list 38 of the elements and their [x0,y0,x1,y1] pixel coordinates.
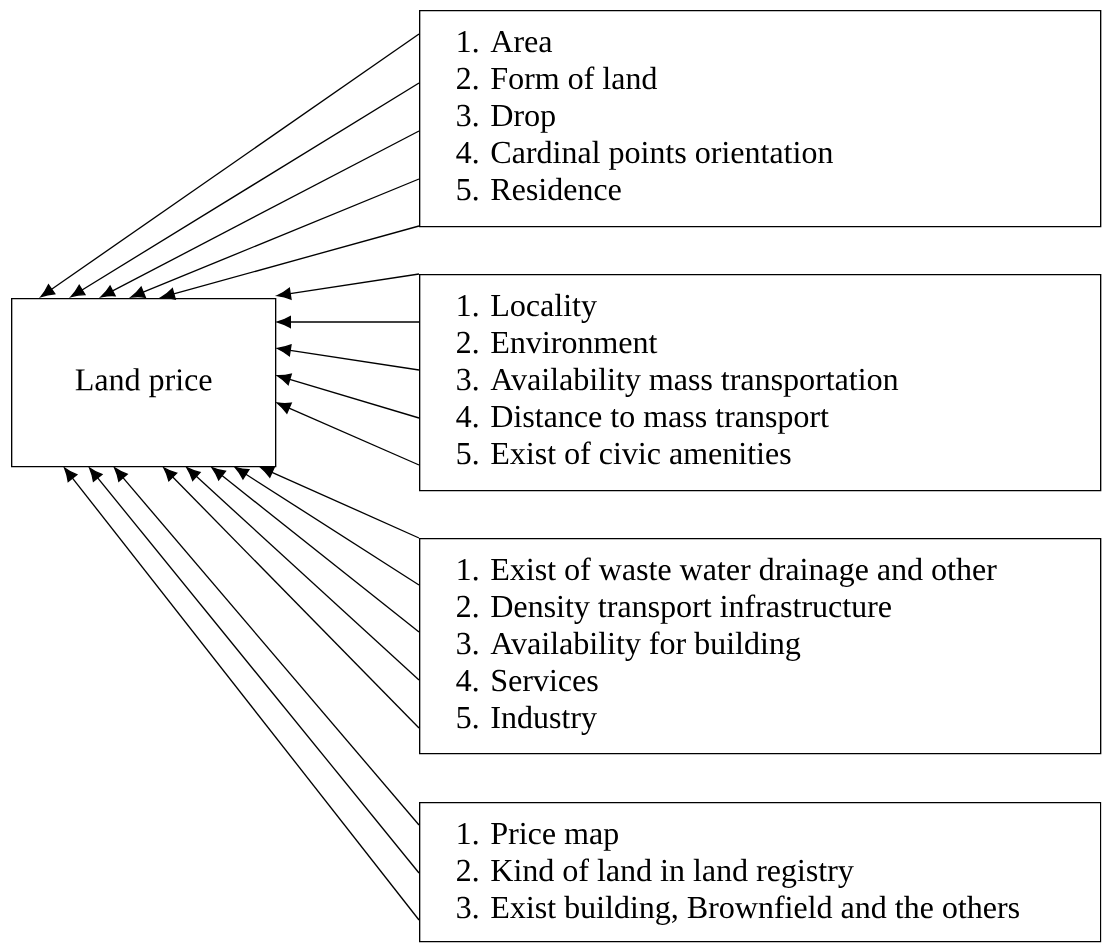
arrow [63,467,420,921]
arrow [186,467,420,681]
arrow [276,344,420,371]
arrow [113,467,420,826]
list-item: 2. Form of land [457,66,658,90]
arrow [211,466,420,633]
list-item: 1. Price map [458,822,618,851]
arrow [163,467,420,729]
arrow [100,130,420,298]
list-item: 3. Drop [457,104,555,133]
arrow [259,466,420,539]
label-text: Land price [75,368,212,398]
arrow [276,315,420,329]
list-item: 3. Availability mass transportation [457,367,899,397]
list-item: 4. Services [456,669,598,692]
arrow [70,82,420,298]
process-box [11,298,277,468]
arrow [40,33,420,298]
list-item: 5. Industry [457,705,597,735]
list-item: 2. Kind of land in land registry [457,858,854,888]
list-item: 4. Distance to mass transport [456,405,829,434]
arrow [160,225,420,300]
arrow [276,373,420,419]
arrow [88,467,420,874]
arrow [130,178,420,298]
list-item: 3. Exist building, Brownfield and the others [457,895,1019,925]
list-item: 2. Density transport infrastructure [457,594,891,624]
list-item: 4. Cardinal points orientation [456,140,833,170]
arrow [276,273,420,300]
list-item: 3. Availability for building [457,631,801,661]
arrow [234,466,420,586]
arrow [276,402,420,466]
list-item: 5. Residence [457,177,621,201]
list-item: 1. Locality [458,293,597,323]
list-item: 1. Area [458,30,553,53]
list-item: 1. Exist of waste water drainage and other [458,557,997,587]
list-item: 5. Exist of civic amenities [457,441,791,465]
list-item: 2. Environment [457,331,658,354]
